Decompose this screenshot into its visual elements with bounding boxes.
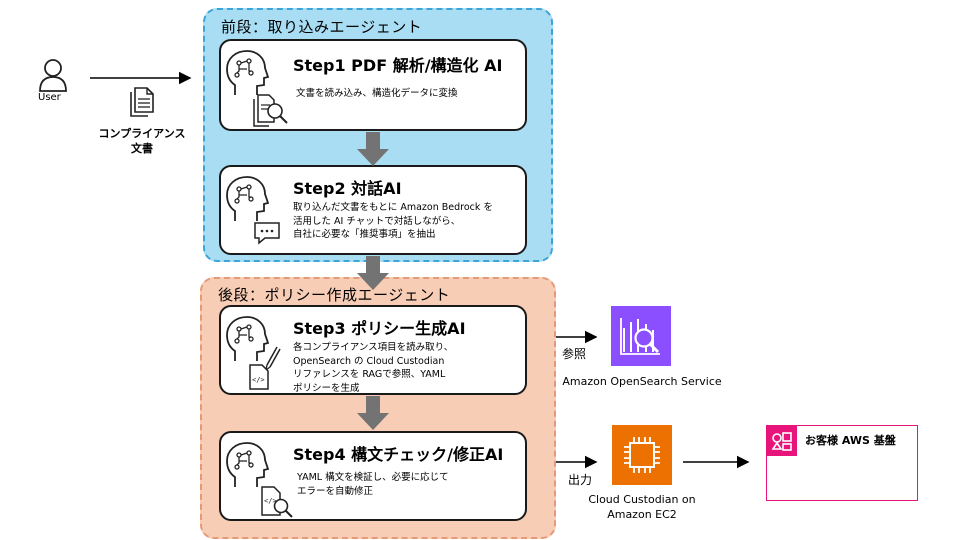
chat-bubble-icon <box>254 222 280 245</box>
step2-to-step3-arrow <box>357 256 389 290</box>
step1-to-step2-arrow <box>357 132 389 166</box>
step3-card: </> Step3 ポリシー生成AI 各コンプライアンス項目を読み取り、 Ope… <box>219 305 527 395</box>
back-stage-title: 後段：ポリシー作成エージェント <box>218 286 451 304</box>
ec2-service-label-line2: Amazon EC2 <box>607 508 677 521</box>
step4-desc: YAML 構文を検証し、必要に応じて エラーを自動修正 <box>297 472 449 497</box>
output-label: 出力 <box>568 473 593 487</box>
step1-card: Step1 PDF 解析/構造化 AI 文書を読み込み、構造化データに変換 <box>219 39 527 131</box>
ec2-service-label-line1: Cloud Custodian on <box>588 493 696 506</box>
svg-text:</>: </> <box>252 376 265 384</box>
step2-desc: 取り込んだ文書をもとに Amazon Bedrock を 活用した AI チャッ… <box>293 202 493 240</box>
refer-label: 参照 <box>562 347 587 361</box>
document-label: コンプライアンス 文書 <box>92 126 192 156</box>
user-icon <box>39 59 67 92</box>
document-label-line2: 文書 <box>131 142 153 155</box>
ec2-service-label: Cloud Custodian on Amazon EC2 <box>575 492 709 522</box>
front-stage-title: 前段：取り込みエージェント <box>221 18 423 36</box>
step3-to-step4-arrow <box>357 396 389 430</box>
customer-aws-account-box: お客様 AWS 基盤 <box>766 425 918 501</box>
step1-title: Step1 PDF 解析/構造化 AI <box>293 56 503 75</box>
step3-title: Step3 ポリシー生成AI <box>293 319 466 338</box>
ai-head-icon <box>226 50 269 95</box>
ai-head-icon <box>226 316 269 361</box>
ai-head-icon <box>226 176 269 221</box>
step4-title: Step4 構文チェック/修正AI <box>293 445 504 464</box>
opensearch-service-icon <box>611 306 671 366</box>
document-search-icon <box>253 94 288 127</box>
document-label-line1: コンプライアンス <box>98 127 186 140</box>
step1-desc: 文書を読み込み、構造化データに変換 <box>296 88 458 99</box>
opensearch-service-label: Amazon OpenSearch Service <box>562 375 722 388</box>
step3-desc: 各コンプライアンス項目を読み取り、 OpenSearch の Cloud Cus… <box>293 342 454 394</box>
code-file-edit-icon: </> <box>249 346 281 390</box>
user-label: User <box>38 92 61 103</box>
document-icon <box>130 87 154 117</box>
ec2-service-icon <box>612 425 672 485</box>
step4-card: </> Step4 構文チェック/修正AI YAML 構文を検証し、必要に応じて… <box>219 431 527 521</box>
step2-card: Step2 対話AI 取り込んだ文書をもとに Amazon Bedrock を … <box>219 165 527 255</box>
aws-account-icon <box>767 426 797 456</box>
svg-text:</>: </> <box>264 497 277 505</box>
ai-head-icon <box>226 442 269 487</box>
code-file-search-icon: </> <box>261 486 293 518</box>
customer-aws-account-label: お客様 AWS 基盤 <box>805 434 896 447</box>
step2-title: Step2 対話AI <box>293 179 402 198</box>
